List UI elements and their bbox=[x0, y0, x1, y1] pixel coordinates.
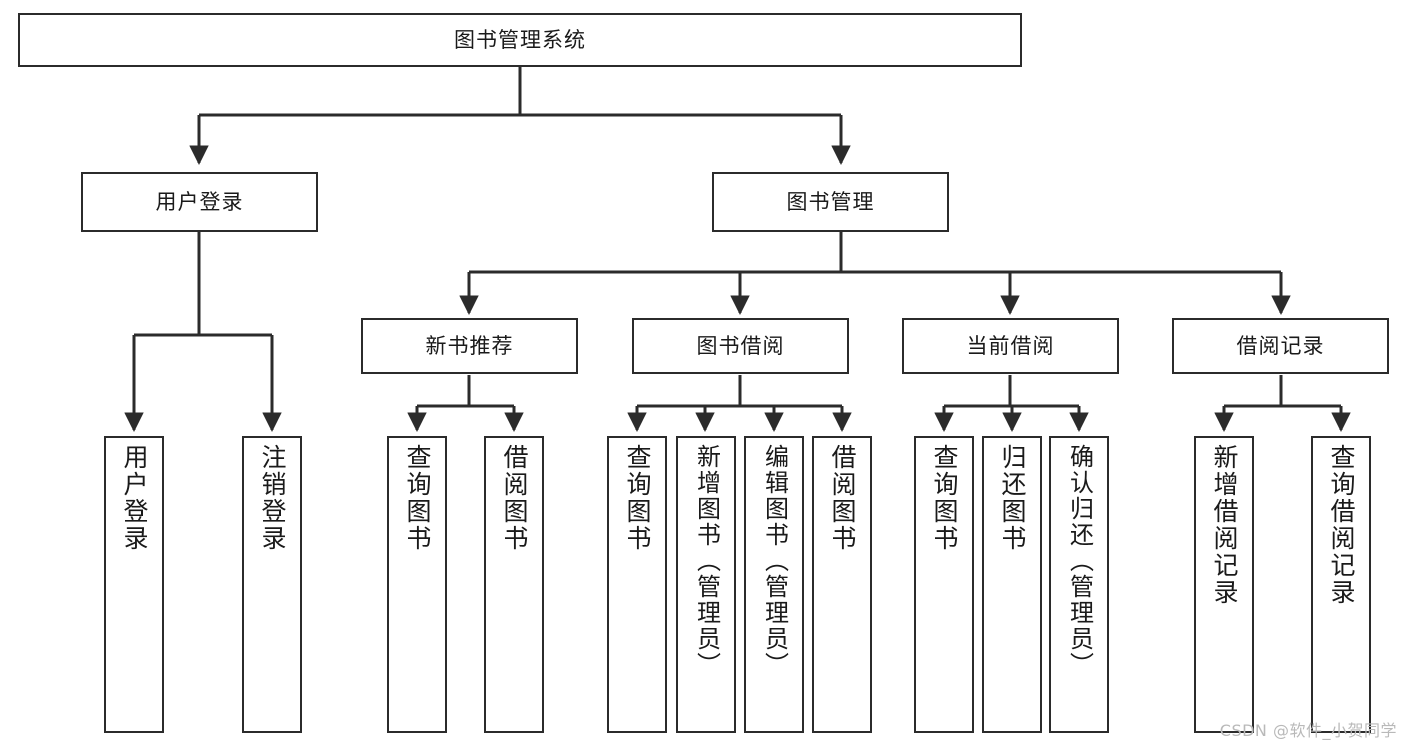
leaf-label: 查询借阅记录 bbox=[1327, 444, 1356, 606]
leaf-label: 归还图书 bbox=[998, 444, 1027, 552]
leaf-current-query-book[interactable]: 查询图书 bbox=[914, 436, 974, 733]
leaf-label: 借阅图书 bbox=[828, 444, 857, 552]
leaf-label: 新增借阅记录 bbox=[1210, 444, 1239, 606]
node-borrow-records[interactable]: 借阅记录 bbox=[1172, 318, 1389, 374]
leaf-label: 查询图书 bbox=[930, 444, 959, 552]
leaf-user-login-login[interactable]: 用户登录 bbox=[104, 436, 164, 733]
node-book-borrow[interactable]: 图书借阅 bbox=[632, 318, 849, 374]
leaf-label: 查询图书 bbox=[623, 444, 652, 552]
leaf-label: 用户登录 bbox=[120, 444, 149, 552]
node-current-borrow[interactable]: 当前借阅 bbox=[902, 318, 1119, 374]
node-current-borrow-label: 当前借阅 bbox=[966, 333, 1055, 358]
leaf-current-return-book[interactable]: 归还图书 bbox=[982, 436, 1042, 733]
leaf-borrow-query-book[interactable]: 查询图书 bbox=[607, 436, 667, 733]
leaf-borrow-edit-book-admin[interactable]: 编辑图书（管理员） bbox=[744, 436, 804, 733]
leaf-label: 查询图书 bbox=[403, 444, 432, 552]
node-book-management[interactable]: 图书管理 bbox=[712, 172, 949, 232]
leaf-borrow-add-book-admin[interactable]: 新增图书（管理员） bbox=[676, 436, 736, 733]
node-user-login-label: 用户登录 bbox=[155, 189, 244, 214]
node-borrow-records-label: 借阅记录 bbox=[1236, 333, 1325, 358]
leaf-label: 借阅图书 bbox=[500, 444, 529, 552]
leaf-borrow-borrow-book[interactable]: 借阅图书 bbox=[812, 436, 872, 733]
node-book-borrow-label: 图书借阅 bbox=[696, 333, 785, 358]
leaf-label: 新增图书（管理员） bbox=[692, 444, 721, 678]
leaf-label: 注销登录 bbox=[258, 444, 287, 552]
csdn-watermark: CSDN @软件_小贺同学 bbox=[1219, 721, 1397, 740]
node-new-book-recommend[interactable]: 新书推荐 bbox=[361, 318, 578, 374]
node-root[interactable]: 图书管理系统 bbox=[18, 13, 1022, 67]
leaf-records-query-record[interactable]: 查询借阅记录 bbox=[1311, 436, 1371, 733]
leaf-recommend-borrow-book[interactable]: 借阅图书 bbox=[484, 436, 544, 733]
leaf-user-login-logout[interactable]: 注销登录 bbox=[242, 436, 302, 733]
leaf-label: 确认归还（管理员） bbox=[1065, 444, 1094, 678]
leaf-current-confirm-return-admin[interactable]: 确认归还（管理员） bbox=[1049, 436, 1109, 733]
node-book-management-label: 图书管理 bbox=[786, 189, 875, 214]
leaf-label: 编辑图书（管理员） bbox=[760, 444, 789, 678]
leaf-recommend-query-book[interactable]: 查询图书 bbox=[387, 436, 447, 733]
node-user-login[interactable]: 用户登录 bbox=[81, 172, 318, 232]
leaf-records-add-record[interactable]: 新增借阅记录 bbox=[1194, 436, 1254, 733]
node-new-book-recommend-label: 新书推荐 bbox=[425, 333, 514, 358]
node-root-label: 图书管理系统 bbox=[454, 27, 586, 52]
